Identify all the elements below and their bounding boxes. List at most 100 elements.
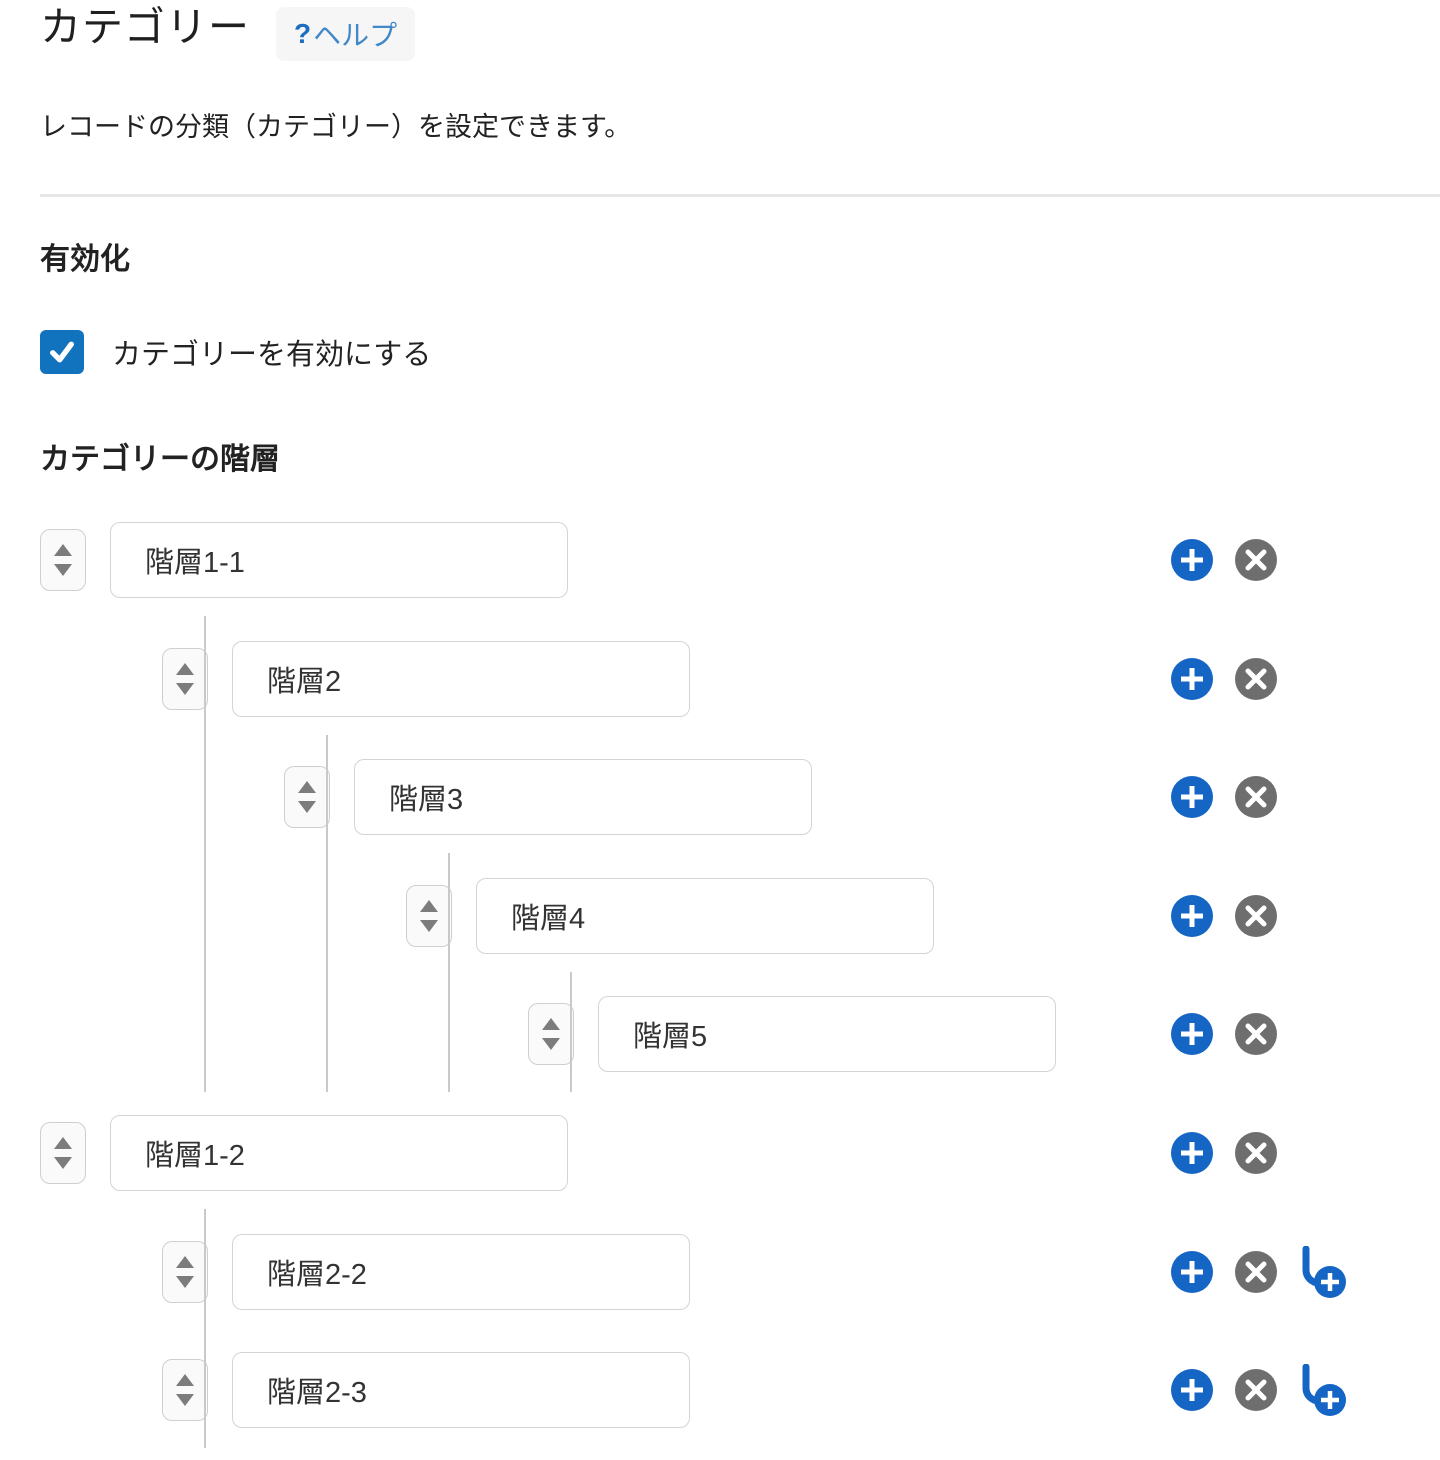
down-arrow-icon [176, 1276, 194, 1288]
reorder-spinner[interactable] [162, 648, 208, 710]
remove-category-button[interactable] [1235, 895, 1277, 937]
row-actions [1171, 641, 1277, 717]
add-subcategory-button[interactable] [1299, 1246, 1347, 1298]
reorder-spinner[interactable] [162, 1359, 208, 1421]
question-mark-icon: ? [294, 18, 312, 49]
add-child-icon [1302, 1246, 1346, 1298]
hierarchy-row [284, 759, 812, 835]
remove-category-button[interactable] [1235, 776, 1277, 818]
add-child-icon [1302, 1364, 1346, 1416]
add-category-button[interactable] [1171, 776, 1213, 818]
reorder-spinner[interactable] [162, 1241, 208, 1303]
category-name-input[interactable] [232, 1234, 690, 1310]
down-arrow-icon [176, 1394, 194, 1406]
enable-category-label: カテゴリーを有効にする [112, 339, 432, 371]
up-arrow-icon [542, 1018, 560, 1030]
up-arrow-icon [54, 1137, 72, 1149]
plus-circle-icon [1171, 1132, 1213, 1174]
add-category-button[interactable] [1171, 539, 1213, 581]
row-actions [1171, 522, 1277, 598]
hierarchy-row [162, 1352, 690, 1428]
hierarchy-heading: カテゴリーの階層 [40, 443, 280, 476]
enable-category-checkbox[interactable] [40, 330, 84, 374]
row-actions [1171, 878, 1277, 954]
help-link[interactable]: ?ヘルプ [276, 7, 416, 61]
help-link-label: ヘルプ [313, 20, 398, 51]
up-arrow-icon [420, 900, 438, 912]
category-name-input[interactable] [354, 759, 812, 835]
down-arrow-icon [542, 1038, 560, 1050]
remove-category-button[interactable] [1235, 658, 1277, 700]
reorder-spinner[interactable] [40, 1122, 86, 1184]
add-category-button[interactable] [1171, 1132, 1213, 1174]
x-circle-icon [1235, 895, 1277, 937]
remove-category-button[interactable] [1235, 1251, 1277, 1293]
plus-circle-icon [1171, 1251, 1213, 1293]
row-actions [1171, 996, 1277, 1072]
add-category-button[interactable] [1171, 895, 1213, 937]
x-circle-icon [1235, 1251, 1277, 1293]
checkmark-icon [50, 341, 74, 363]
enable-category-row: カテゴリーを有効にする [40, 330, 1440, 374]
down-arrow-icon [298, 801, 316, 813]
tree-connector-line [448, 853, 450, 1092]
row-actions [1171, 1115, 1277, 1191]
plus-circle-icon [1171, 658, 1213, 700]
up-arrow-icon [54, 544, 72, 556]
category-name-input[interactable] [598, 996, 1056, 1072]
remove-category-button[interactable] [1235, 539, 1277, 581]
reorder-spinner[interactable] [284, 766, 330, 828]
activation-heading: 有効化 [40, 243, 130, 276]
plus-circle-icon [1171, 1013, 1213, 1055]
down-arrow-icon [420, 920, 438, 932]
x-circle-icon [1235, 1132, 1277, 1174]
category-name-input[interactable] [110, 522, 568, 598]
category-name-input[interactable] [232, 1352, 690, 1428]
reorder-spinner[interactable] [528, 1003, 574, 1065]
hierarchy-row [162, 1234, 690, 1310]
x-circle-icon [1235, 776, 1277, 818]
remove-category-button[interactable] [1235, 1013, 1277, 1055]
tree-connector-line [326, 735, 328, 1092]
x-circle-icon [1235, 1013, 1277, 1055]
x-circle-icon [1235, 658, 1277, 700]
down-arrow-icon [54, 564, 72, 576]
hierarchy-row [40, 1115, 568, 1191]
add-category-button[interactable] [1171, 658, 1213, 700]
remove-category-button[interactable] [1235, 1132, 1277, 1174]
page-title: カテゴリー [40, 4, 250, 50]
plus-circle-icon [1171, 776, 1213, 818]
row-actions [1171, 1352, 1347, 1428]
up-arrow-icon [176, 1256, 194, 1268]
x-circle-icon [1235, 1369, 1277, 1411]
down-arrow-icon [176, 683, 194, 695]
reorder-spinner[interactable] [406, 885, 452, 947]
remove-category-button[interactable] [1235, 1369, 1277, 1411]
row-actions [1171, 1234, 1347, 1310]
plus-circle-icon [1171, 1369, 1213, 1411]
plus-circle-icon [1171, 895, 1213, 937]
up-arrow-icon [176, 663, 194, 675]
x-circle-icon [1235, 539, 1277, 581]
add-subcategory-button[interactable] [1299, 1364, 1347, 1416]
hierarchy-row [40, 522, 568, 598]
category-name-input[interactable] [110, 1115, 568, 1191]
hierarchy-row [162, 641, 690, 717]
plus-circle-icon [1171, 539, 1213, 581]
up-arrow-icon [298, 781, 316, 793]
add-category-button[interactable] [1171, 1251, 1213, 1293]
down-arrow-icon [54, 1157, 72, 1169]
category-name-input[interactable] [232, 641, 690, 717]
row-actions [1171, 759, 1277, 835]
up-arrow-icon [176, 1374, 194, 1386]
hierarchy-row [528, 996, 1056, 1072]
add-category-button[interactable] [1171, 1013, 1213, 1055]
category-name-input[interactable] [476, 878, 934, 954]
add-category-button[interactable] [1171, 1369, 1213, 1411]
page-header: カテゴリー ?ヘルプ [40, 4, 1440, 61]
tree-connector-line [204, 1209, 206, 1448]
hierarchy-row [406, 878, 934, 954]
category-tree [40, 522, 1440, 1460]
reorder-spinner[interactable] [40, 529, 86, 591]
